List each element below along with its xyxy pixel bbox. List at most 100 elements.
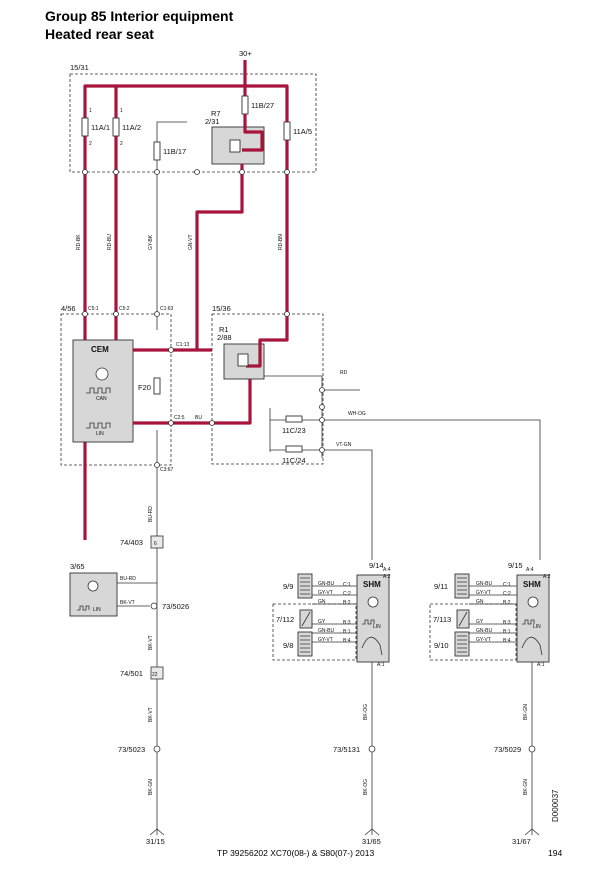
connector-73-5026 — [150, 602, 158, 610]
key-module-id: 3/65 — [70, 562, 85, 571]
ground-31-67-icon — [524, 828, 540, 836]
cem-processor-icon — [95, 367, 109, 381]
shm-left-pin: C:1 — [343, 582, 351, 588]
wire-label: GY-VT — [476, 637, 491, 643]
shm-right-name: SHM — [523, 580, 541, 589]
wire-label: GN-BU — [318, 628, 335, 634]
fuse-11a-2 — [112, 117, 120, 137]
pin-label: 2 — [89, 141, 92, 147]
wire-label-wh-og: WH-OG — [348, 411, 366, 417]
connector-74-501-label: 74/501 — [120, 669, 143, 678]
shm-left-pin: A:1 — [377, 662, 385, 668]
wire-label-bk-gn: BK-GN — [148, 779, 154, 795]
wire-label-vt-gn: VT-GN — [336, 442, 352, 448]
sensor-9-11-label: 9/11 — [434, 582, 448, 591]
fuse-11a-1-label: 11A/1 — [91, 123, 110, 132]
wire-rd-out — [264, 375, 323, 458]
shm-right-lin-icon — [522, 619, 535, 625]
relay-box-id: 15/36 — [212, 304, 231, 313]
shm-left-pin: B:4 — [343, 638, 351, 644]
cem-pin: C2:5 — [174, 415, 185, 421]
fuse-11a-2-label: 11A/2 — [122, 123, 141, 132]
cem-pin: C3:67 — [160, 467, 174, 473]
wire-label: GN-BU — [476, 628, 493, 634]
shm-right-pin: A:1 — [537, 662, 545, 668]
relay-r1-pos: 2/88 — [217, 333, 232, 342]
wire-gn-vt — [195, 164, 244, 350]
wire-label-bu-rd-h: BU-RD — [120, 576, 136, 582]
wire-wh-og — [270, 419, 541, 560]
cem-can-label: CAN — [96, 396, 107, 402]
shm-right-pin: C:2 — [503, 591, 511, 597]
supply-label: 30+ — [239, 49, 252, 58]
connector-73-5026-label: 73/5026 — [162, 602, 189, 611]
wire-label: GN — [318, 599, 326, 605]
fuse-11c-23 — [285, 415, 303, 423]
relay-r1-contact — [246, 314, 289, 368]
connector-pin: 22 — [152, 672, 158, 678]
sensor-9-8 — [297, 631, 313, 657]
cem-pin: C5:2 — [119, 306, 130, 312]
wire-label-bk-vt-2: BK-VT — [148, 707, 154, 722]
wire-label-rd: RD — [340, 370, 348, 376]
connector-73-5131 — [368, 745, 376, 753]
wire-label-bk-og-2: BK-OG — [363, 779, 369, 795]
connector-74-403-label: 74/403 — [120, 538, 143, 547]
connector-74-501 — [150, 666, 164, 680]
ground-31-15-label: 31/15 — [146, 837, 165, 846]
shm-right-pin: A:4 — [526, 567, 534, 573]
fuse-11b-27-label: 11B/27 — [251, 101, 274, 110]
right-sensor-wires — [469, 585, 517, 643]
connector-pin: 6 — [154, 541, 157, 547]
sensor-9-9-label: 9/9 — [283, 582, 293, 591]
shm-left-pin: B:2 — [343, 600, 351, 606]
sensor-9-10 — [454, 631, 470, 657]
shm-left-seat-icon — [361, 636, 383, 656]
fuse-f20-label: F20 — [138, 383, 151, 392]
wire-label-bk-vt-h: BK-VT — [120, 600, 135, 606]
ground-31-67-label: 31/67 — [512, 837, 531, 846]
relay-r7-pos: 2/31 — [205, 117, 220, 126]
key-module — [69, 572, 118, 617]
sensor-7-113-label: 7/113 — [433, 615, 451, 624]
wire-label: GY-VT — [318, 637, 333, 643]
wire-label-bk-gn-right: BK-GN — [523, 704, 529, 720]
shm-left-lin-label: LIN — [373, 624, 381, 630]
fuse-11b-17-label: 11B/17 — [163, 147, 186, 156]
sensor-7-113 — [456, 609, 470, 629]
shm-right-seat-icon — [521, 636, 543, 656]
relay-r7-id: R7 — [211, 109, 221, 118]
sensor-7-112-label: 7/112 — [276, 615, 294, 624]
wire-label: GY — [318, 619, 326, 625]
connector-73-5023-label: 73/5023 — [118, 745, 145, 754]
footer-doc-code: D000037 — [551, 789, 560, 822]
cem-can-signal-icon — [86, 387, 111, 394]
fuse-11c-24 — [285, 445, 303, 453]
fuse-11b-17 — [153, 141, 161, 161]
wire-label-gy-bk: GY-BK — [148, 234, 154, 250]
fuse-11a-5 — [283, 121, 291, 141]
shm-left-name: SHM — [363, 580, 381, 589]
wire-label: GN-BU — [318, 581, 335, 587]
cem-module — [72, 339, 134, 443]
fuse-11c-23-label: 11C/23 — [282, 426, 306, 435]
sensor-9-10-label: 9/10 — [434, 641, 449, 650]
fuse-11a-5-label: 11A/5 — [293, 127, 312, 136]
wire-label-bu-rd: BU-RD — [148, 506, 154, 522]
shm-right-lin-label: LIN — [533, 624, 541, 630]
cem-lin-label: LIN — [96, 431, 104, 437]
shm-right-pin: B:4 — [503, 638, 511, 644]
fuse-11c-24-label: 11C/24 — [282, 456, 306, 465]
pin-label: 1 — [89, 108, 92, 114]
wire-label: GY-VT — [476, 590, 491, 596]
relay-unit-junctions — [284, 311, 325, 453]
key-module-icon — [87, 580, 99, 592]
shm-left-pin: C:2 — [343, 591, 351, 597]
shm-left-pin: A:2 — [383, 574, 391, 580]
ground-31-15-icon — [149, 828, 165, 836]
relay-r7-contact — [242, 114, 264, 152]
wire-label: GY — [476, 619, 484, 625]
wire-label: GN — [476, 599, 484, 605]
fuse-f20 — [153, 377, 161, 395]
wire-label-gn-vt: GN-VT — [188, 234, 194, 250]
